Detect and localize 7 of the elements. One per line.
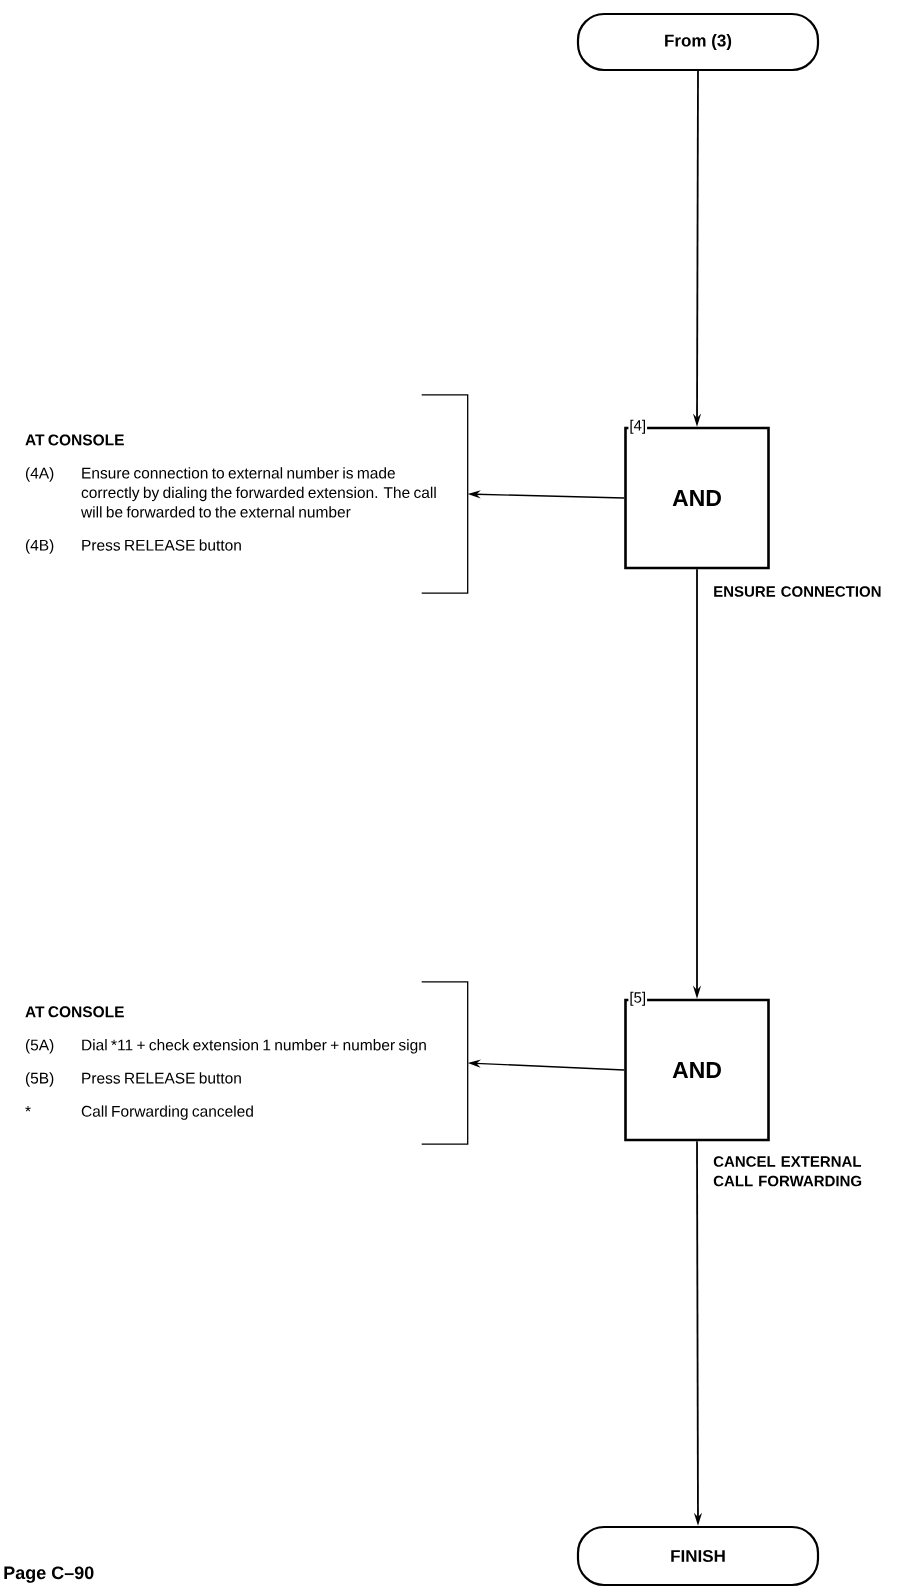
page-number: Page C–90 — [4, 1566, 94, 1583]
bracket-note: AT CONSOLE (4A) Ensure connection to external number is made correctly by dialing the forwarded extension. The call will be forwarded to the external number (4B) Press RELEASE button — [25, 394, 469, 594]
and-box: AND [4] — [624, 418, 770, 570]
edge-label: CANCEL EXTERNAL CALL FORWARDING — [713, 1156, 862, 1187]
bracket-note: AT CONSOLE (5A) Dial *11 + check extension 1 number + number sign (5B) Press RELEASE button * Call Forwarding canceled — [25, 981, 469, 1145]
edge-label: ENSURE CONNECTION — [714, 586, 881, 597]
and-box: AND [5] — [624, 990, 770, 1142]
